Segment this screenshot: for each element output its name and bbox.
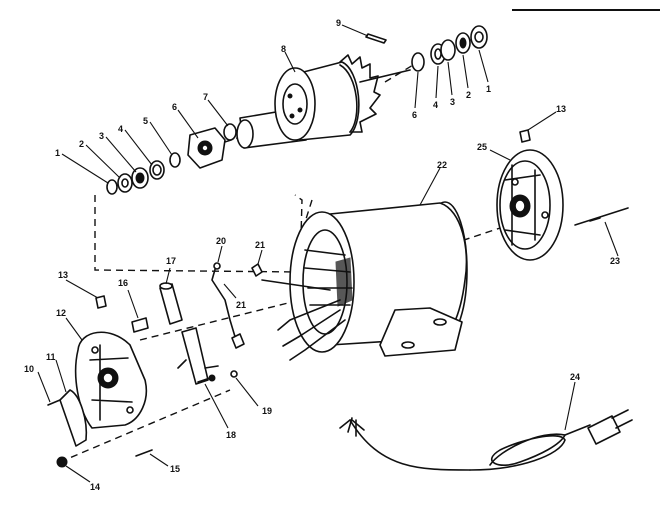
right-bearing-stack bbox=[411, 25, 488, 72]
callout-14: 14 bbox=[90, 482, 100, 492]
callout-17: 17 bbox=[166, 256, 176, 266]
part-2-washer bbox=[117, 173, 133, 193]
clip-part-16 bbox=[131, 317, 149, 333]
callout-9: 9 bbox=[336, 18, 341, 28]
callout-16: 16 bbox=[118, 278, 128, 288]
axis-line-end-bell bbox=[439, 227, 501, 249]
callout-labels: 1 2 3 4 5 6 7 8 9 1 2 3 4 6 13 25 22 23 … bbox=[24, 18, 620, 492]
callout-21-bottom: 21 bbox=[236, 300, 246, 310]
callout-4: 4 bbox=[118, 124, 123, 134]
shaft-key bbox=[365, 33, 387, 44]
screw-part-19 bbox=[230, 370, 238, 378]
callout-11: 11 bbox=[46, 352, 56, 362]
hole-plug-left bbox=[95, 295, 107, 309]
callout-25: 25 bbox=[477, 142, 487, 152]
callout-3-right: 3 bbox=[450, 97, 455, 107]
axis-line-front bbox=[139, 299, 301, 341]
callout-8: 8 bbox=[281, 44, 286, 54]
part-1-washer bbox=[106, 179, 118, 195]
leader-lines bbox=[37, 24, 619, 483]
axis-line-shaft bbox=[384, 61, 419, 83]
callout-24: 24 bbox=[570, 372, 580, 382]
callout-4-right: 4 bbox=[433, 100, 438, 110]
callout-6-right: 6 bbox=[412, 110, 417, 120]
terminal-part-21-a bbox=[251, 263, 263, 277]
front-end-bell bbox=[74, 331, 147, 429]
callout-20: 20 bbox=[216, 236, 226, 246]
callout-1-right: 1 bbox=[486, 84, 491, 94]
callout-7: 7 bbox=[203, 92, 208, 102]
left-bearing-stack bbox=[106, 123, 237, 195]
end-bell bbox=[496, 149, 564, 261]
line-cord bbox=[339, 409, 633, 471]
callout-6: 6 bbox=[172, 102, 177, 112]
callout-13-right: 13 bbox=[556, 104, 566, 114]
assembly-outline-left bbox=[94, 194, 303, 273]
screw-part-10 bbox=[47, 399, 61, 406]
screw-part-15 bbox=[135, 449, 153, 457]
callout-5: 5 bbox=[143, 116, 148, 126]
switch-part-18 bbox=[177, 327, 219, 385]
nut-part-14 bbox=[56, 456, 68, 468]
callout-18: 18 bbox=[226, 430, 236, 440]
wire-part-20 bbox=[211, 265, 237, 341]
callout-23: 23 bbox=[610, 256, 620, 266]
part-5-washer bbox=[169, 152, 181, 168]
callout-12: 12 bbox=[56, 308, 66, 318]
callout-22: 22 bbox=[437, 160, 447, 170]
callout-10: 10 bbox=[24, 364, 34, 374]
callout-15: 15 bbox=[170, 464, 180, 474]
callout-13-left: 13 bbox=[58, 270, 68, 280]
callout-21-top: 21 bbox=[255, 240, 265, 250]
hole-plug-right bbox=[519, 129, 531, 143]
through-bolt bbox=[574, 207, 629, 226]
housing-leads bbox=[261, 279, 346, 361]
part-7-washer bbox=[223, 123, 237, 141]
callout-2: 2 bbox=[79, 139, 84, 149]
callout-19: 19 bbox=[262, 406, 272, 416]
callout-2-right: 2 bbox=[466, 90, 471, 100]
cover-plate bbox=[59, 389, 88, 447]
terminal-part-21-b bbox=[231, 333, 245, 349]
callout-3: 3 bbox=[99, 131, 104, 141]
callout-1: 1 bbox=[55, 148, 60, 158]
motor-housing bbox=[289, 201, 468, 357]
sleeve-part-17 bbox=[159, 282, 183, 325]
axis-line-bottom bbox=[59, 389, 231, 463]
rotor bbox=[236, 54, 411, 149]
part-4-ring bbox=[149, 160, 165, 180]
